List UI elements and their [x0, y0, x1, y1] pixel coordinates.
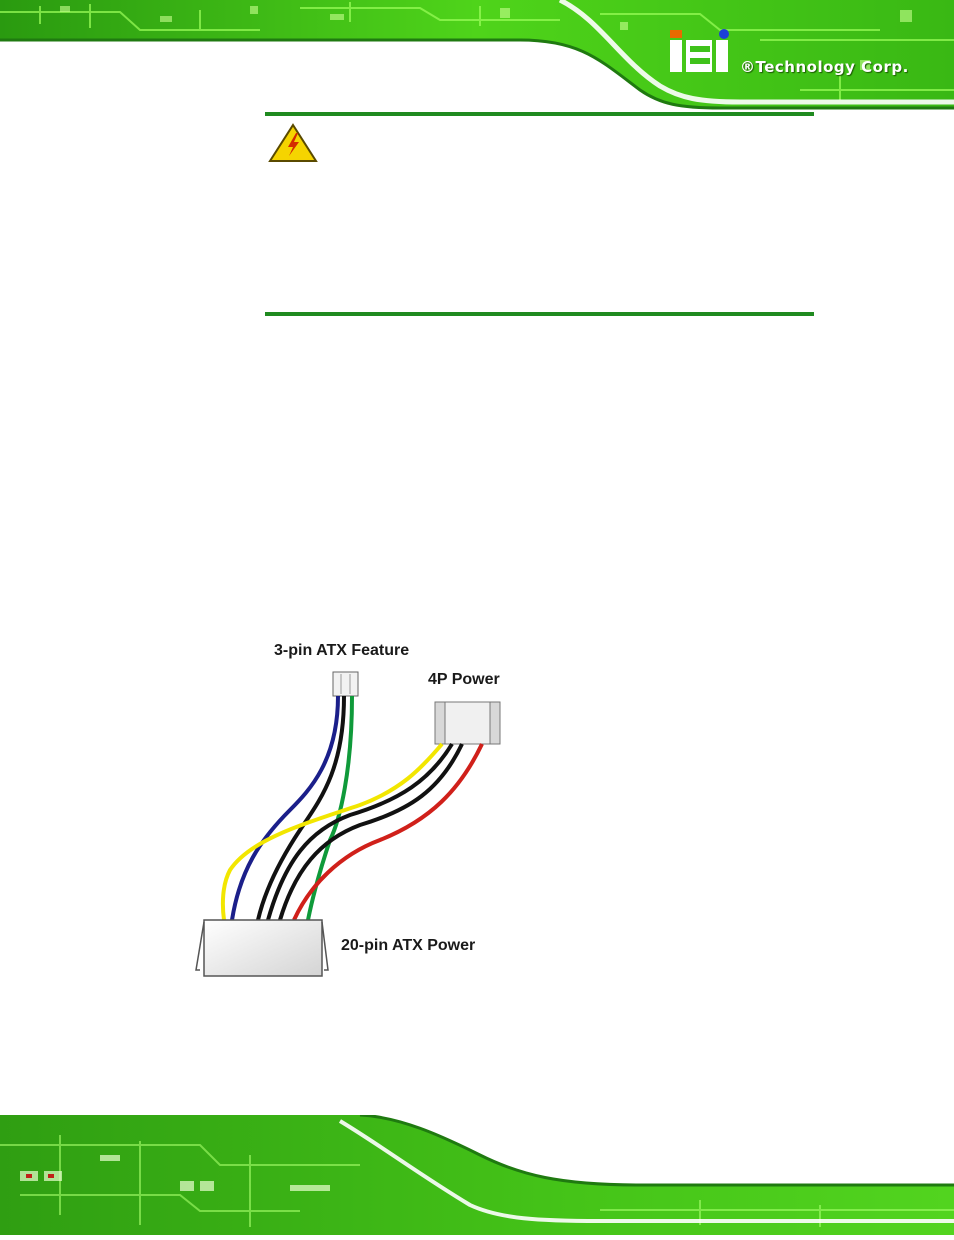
footer-circuit-banner [0, 1113, 954, 1235]
header-circuit-banner [0, 0, 954, 112]
label-20pin-atx-power: 20-pin ATX Power [341, 937, 476, 954]
three-pin-connector [332, 671, 359, 697]
atx-cable-diagram [190, 630, 520, 980]
warning-icon [268, 123, 318, 162]
cable-drawing [195, 671, 501, 977]
label-3pin-atx-feature: 3-pin ATX Feature [274, 642, 410, 659]
wire-black-2 [266, 742, 454, 921]
warning-bottom-rule [265, 312, 814, 316]
label-4p-power: 4P Power [428, 671, 500, 688]
warning-top-rule [265, 112, 814, 116]
brand-tagline: ®Technology Corp. [740, 58, 909, 76]
page-header: ®Technology Corp. [0, 0, 954, 112]
wire-black-1 [256, 695, 346, 921]
wire-green [306, 695, 354, 921]
iei-logo [670, 29, 729, 72]
wire-red [292, 743, 484, 921]
wire-blue [230, 695, 340, 921]
wire-black-3 [278, 743, 464, 921]
four-pin-connector [434, 701, 501, 745]
twenty-pin-connector [203, 919, 323, 977]
wire-yellow [220, 742, 444, 921]
page-footer [0, 1113, 954, 1235]
